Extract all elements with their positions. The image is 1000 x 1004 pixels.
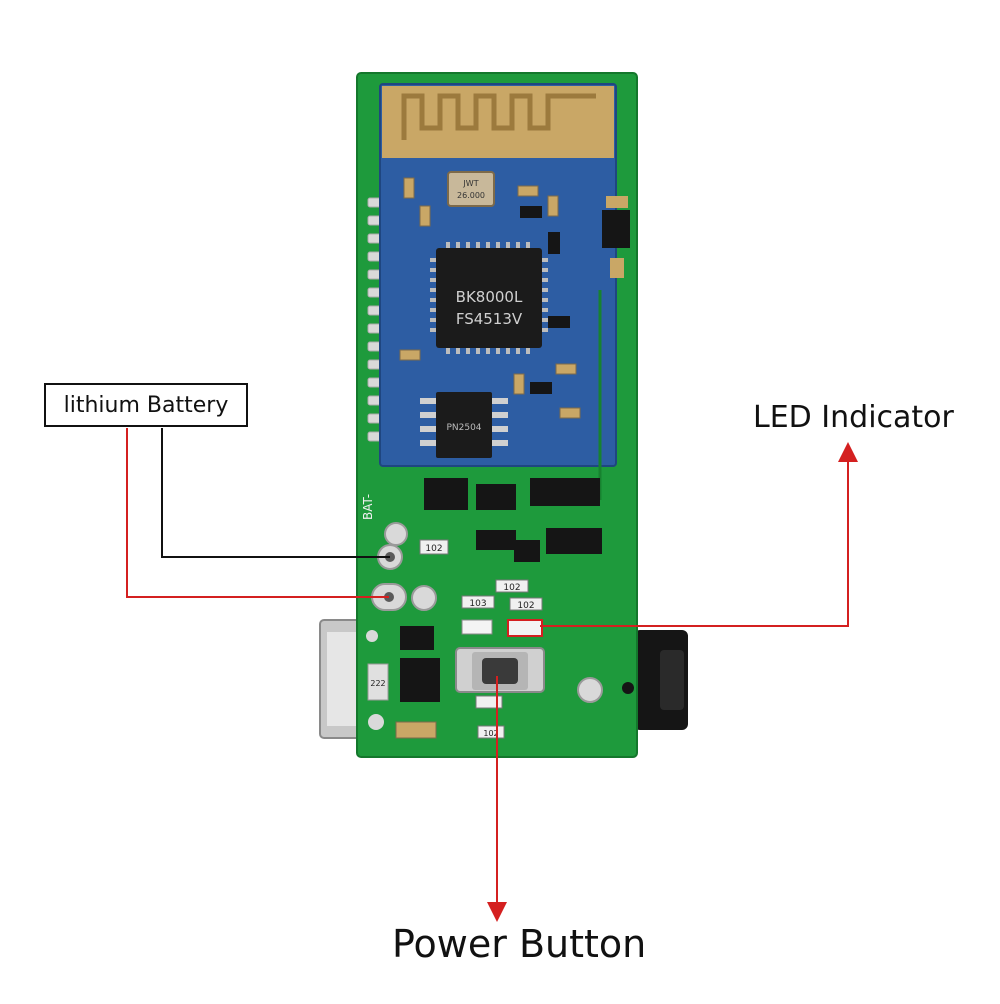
res-d: 102 bbox=[517, 601, 534, 611]
chip-text-1: BK8000L bbox=[456, 288, 523, 306]
bluetooth-module: JWT 26.000 BK8000L FS4513V PN250 bbox=[379, 83, 617, 467]
eeprom-chip bbox=[436, 392, 492, 458]
lower-components: BAT- 102 102 103 102 bbox=[361, 478, 634, 739]
crystal bbox=[447, 171, 495, 207]
led-indicator bbox=[507, 619, 543, 637]
bat-marking: BAT- bbox=[361, 494, 375, 520]
led-arrow bbox=[540, 442, 858, 627]
power-button-label: Power Button bbox=[392, 922, 647, 966]
usb-port bbox=[319, 619, 365, 739]
battery-label: lithium Battery bbox=[44, 383, 248, 427]
battery-black-lead bbox=[161, 428, 390, 558]
crystal-text-1: JWT bbox=[462, 179, 478, 188]
chip-text-2: FS4513V bbox=[456, 310, 523, 328]
res-e: 102 bbox=[483, 729, 498, 738]
crystal-text-2: 26.000 bbox=[457, 191, 485, 200]
callout-lines bbox=[126, 428, 858, 922]
eeprom-text: PN2504 bbox=[446, 423, 481, 433]
led-left bbox=[461, 619, 493, 635]
audio-jack bbox=[634, 630, 688, 730]
power-switch bbox=[455, 647, 545, 693]
battery-red-lead bbox=[126, 428, 389, 598]
reg-marking: 222 bbox=[370, 679, 385, 688]
res-c: 103 bbox=[469, 599, 486, 609]
battery-label-text: lithium Battery bbox=[63, 392, 229, 418]
main-chip bbox=[436, 248, 542, 348]
res-a: 102 bbox=[425, 544, 442, 554]
res-b: 102 bbox=[503, 583, 520, 593]
led-indicator-label: LED Indicator bbox=[753, 400, 954, 435]
antenna-trace bbox=[401, 93, 596, 140]
right-components bbox=[598, 196, 630, 500]
